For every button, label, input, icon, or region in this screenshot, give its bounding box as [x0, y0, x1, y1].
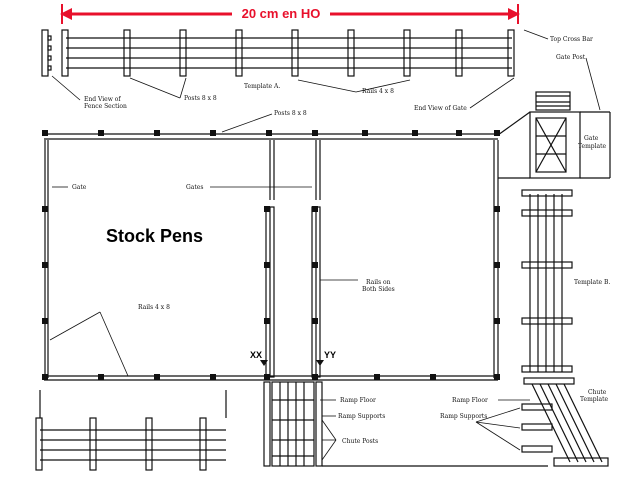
label-rails-bottom: Rails 4 x 8: [138, 304, 170, 311]
label-ramp-floor-2: Ramp Floor: [452, 397, 488, 404]
label-gate-template-1: Gate: [584, 135, 599, 142]
label-top-cross-bar: Top Cross Bar: [550, 36, 593, 43]
label-posts-top: Posts 8 x 8: [184, 95, 217, 102]
label-template-a: Template A.: [244, 83, 280, 90]
bottom-left-fence: [35, 390, 227, 471]
label-ramp-floor-1: Ramp Floor: [340, 397, 376, 404]
label-end-view-fence-1: End View of: [84, 96, 121, 103]
marker-xx: XX: [250, 350, 262, 360]
template-a-fence: [41, 29, 515, 77]
label-end-view-gate: End View of Gate: [414, 105, 467, 112]
label-template-b-1: Template B.: [574, 279, 610, 286]
label-rails-top: Rails 4 x 8: [362, 88, 394, 95]
label-gate-left: Gate: [72, 184, 87, 191]
chute-template: [521, 377, 609, 467]
label-chute-template-2: Template: [580, 396, 609, 403]
leader-lines: [49, 29, 601, 461]
pen-posts: [42, 206, 500, 380]
label-ramp-supports-1: Ramp Supports: [338, 413, 385, 420]
marker-arrows: [260, 360, 324, 366]
label-chute-template-1: Chute: [588, 389, 607, 396]
label-chute-posts: Chute Posts: [342, 438, 378, 445]
marker-yy: YY: [324, 350, 336, 360]
label-posts-mid: Posts 8 x 8: [274, 110, 307, 117]
label-end-view-fence-2: Fence Section: [84, 103, 127, 110]
label-gates: Gates: [186, 184, 203, 191]
label-ramp-supports-2: Ramp Supports: [440, 413, 487, 420]
gate-template: [497, 91, 611, 179]
label-gate-template-2: Template: [578, 143, 607, 150]
top-rail-posts: [42, 130, 500, 136]
left-pen: [44, 140, 499, 381]
label-rails-both-1: Rails on: [366, 279, 391, 286]
ramp: [263, 381, 548, 467]
scale-label: 20 cm en HO: [242, 6, 321, 21]
label-rails-both-2: Both Sides: [362, 286, 395, 293]
diagram-title: Stock Pens: [106, 226, 203, 246]
label-gate-post: Gate Post: [556, 54, 586, 61]
template-b-fence: [521, 189, 573, 373]
